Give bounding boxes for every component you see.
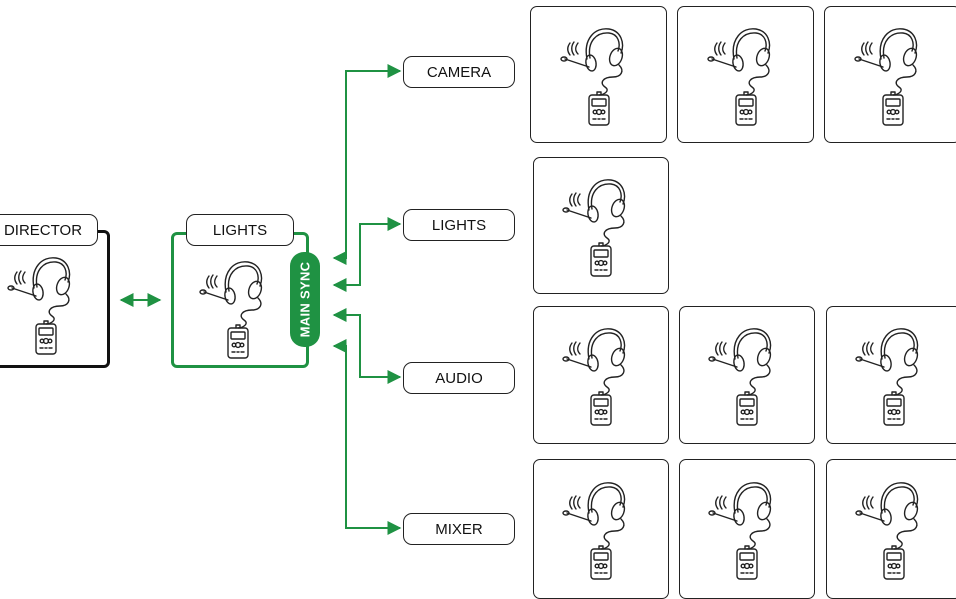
branch-label-audio: AUDIO xyxy=(403,362,515,394)
audio-station-card xyxy=(826,306,956,444)
headset-beltpack-icon xyxy=(562,328,628,426)
director-station-frame xyxy=(0,230,110,368)
mixer-station-card xyxy=(679,459,815,599)
mixer-station-card xyxy=(826,459,956,599)
headset-beltpack-icon xyxy=(708,328,774,426)
headset-beltpack-icon xyxy=(562,482,628,580)
headset-beltpack-icon xyxy=(853,27,919,126)
headset-beltpack-icon xyxy=(708,482,774,580)
mixer-station-card xyxy=(533,459,669,599)
headset-beltpack-icon xyxy=(559,27,625,126)
lights-wire xyxy=(332,217,402,292)
director-label: DIRECTOR xyxy=(0,214,98,246)
lights-station-card xyxy=(533,157,669,294)
camera-station-card xyxy=(530,6,667,143)
headset-beltpack-icon xyxy=(562,178,628,277)
branch-label-mixer: MIXER xyxy=(403,513,515,545)
headset-beltpack-icon xyxy=(855,328,921,426)
camera-station-card xyxy=(824,6,956,143)
audio-station-card xyxy=(679,306,815,444)
mixer-wire xyxy=(332,339,402,535)
branch-label-camera: CAMERA xyxy=(403,56,515,88)
headset-beltpack-icon xyxy=(7,257,73,355)
audio-station-card xyxy=(533,306,669,444)
headset-beltpack-icon xyxy=(706,27,772,126)
main-sync-label: MAIN SYNC xyxy=(297,261,313,338)
camera-station-card xyxy=(677,6,814,143)
headset-beltpack-icon xyxy=(855,482,921,580)
camera-wire xyxy=(332,64,402,265)
headset-beltpack-icon xyxy=(199,261,265,359)
branch-label-lights: LIGHTS xyxy=(403,209,515,241)
main-sync-badge: MAIN SYNC xyxy=(290,252,320,347)
hub-label: LIGHTS xyxy=(186,214,294,246)
